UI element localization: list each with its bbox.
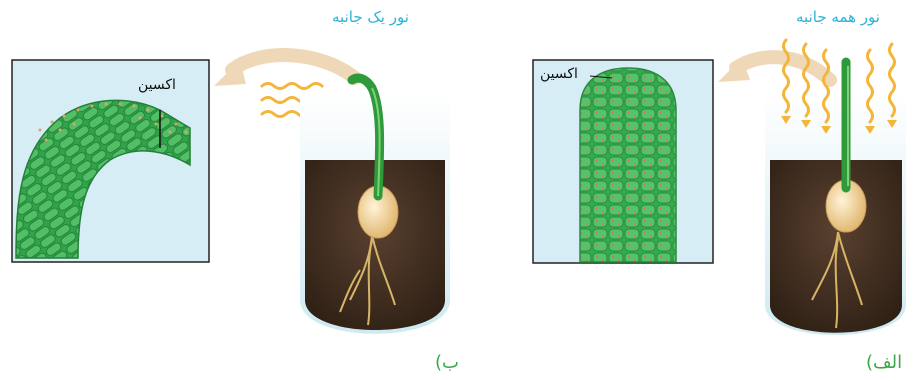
light-label-all-sided: نور همه جانبه xyxy=(796,8,880,26)
light-label-unilateral: نور یک جانبه xyxy=(332,8,409,26)
straight-cell-column xyxy=(580,68,676,262)
auxin-label-left: اکسین xyxy=(138,77,176,93)
auxin-label-right: اکسین xyxy=(540,66,578,82)
right-magnified-box xyxy=(533,60,713,263)
left-magnified-box xyxy=(12,60,209,262)
panel-letter-alef: الف) xyxy=(866,352,902,373)
panel-letter-b: ب) xyxy=(435,352,459,373)
left-magnify-arrow xyxy=(232,55,355,78)
